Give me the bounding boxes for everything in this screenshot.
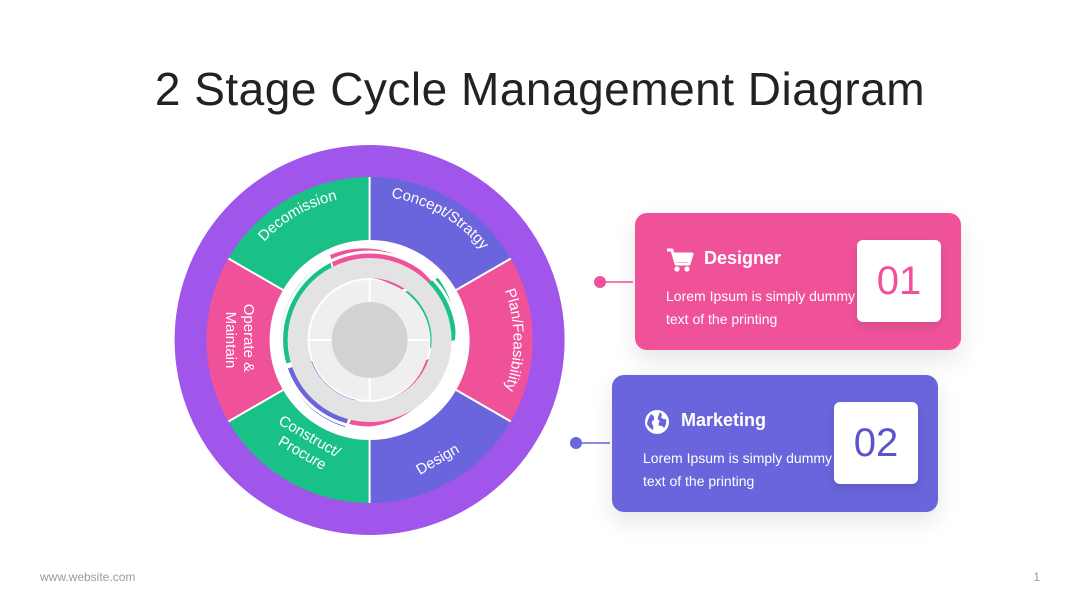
segment-construct — [228, 390, 370, 503]
inner-grey-ring — [287, 258, 452, 422]
card-heading: Marketing — [681, 410, 767, 430]
card-text: Lorem Ipsum is simply dummy text of the … — [643, 450, 833, 489]
segment-operate — [206, 258, 283, 422]
card-text: Lorem Ipsum is simply dummy text of the … — [666, 288, 856, 327]
card-heading: Designer — [704, 248, 782, 268]
info-card-marketing: Marketing Lorem Ipsum is simply dummy te… — [612, 375, 938, 512]
info-card-designer: Designer Lorem Ipsum is simply dummy tex… — [635, 213, 961, 350]
footer-website: www.website.com — [40, 570, 136, 584]
center-core — [331, 302, 408, 378]
shopping-cart-icon — [667, 248, 694, 272]
segment-decomission — [228, 176, 370, 290]
card-number-badge: 01 — [857, 240, 941, 322]
card-number-badge: 02 — [834, 402, 918, 484]
globe-icon — [645, 410, 669, 434]
segment-plan — [456, 258, 533, 422]
connector-dot-1 — [594, 276, 606, 288]
segment-concept — [369, 177, 511, 290]
page-title: 2 Stage Cycle Management Diagram — [154, 63, 926, 115]
connector-dot-2 — [570, 437, 582, 449]
segment-design — [369, 390, 511, 504]
segment-label-operate: Operate & Maintain — [222, 304, 257, 377]
segment-dividers — [227, 177, 512, 503]
footer-page-number: 1 — [1033, 570, 1040, 584]
